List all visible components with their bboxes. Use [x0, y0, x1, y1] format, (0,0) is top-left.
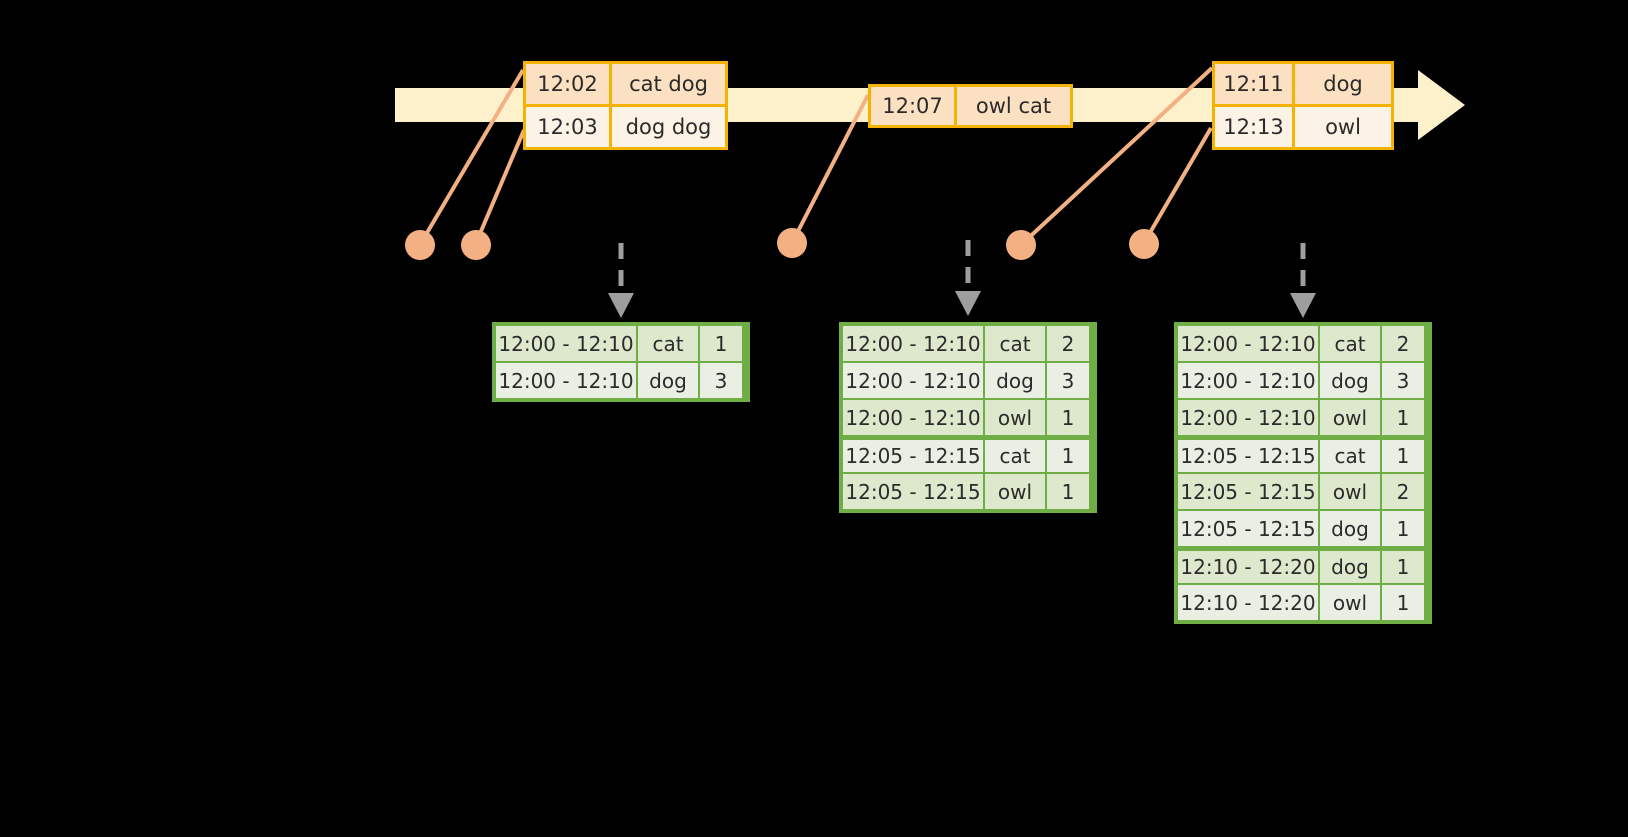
cell-key: owl — [1320, 400, 1380, 435]
cell-count: 3 — [1382, 363, 1424, 398]
cell-count: 1 — [1047, 474, 1089, 509]
event-payload: owl — [1295, 107, 1391, 147]
cell-window: 12:00 - 12:10 — [496, 326, 636, 361]
event-time: 12:13 — [1215, 107, 1295, 147]
cell-key: dog — [638, 363, 698, 398]
cell-count: 1 — [1047, 440, 1089, 472]
event-row: 12:02 cat dog — [526, 64, 725, 104]
cell-window: 12:00 - 12:10 — [843, 326, 983, 361]
cell-count: 2 — [1382, 326, 1424, 361]
cell-key: cat — [1320, 326, 1380, 361]
cell-count: 1 — [1382, 585, 1424, 620]
cell-window: 12:05 - 12:15 — [1178, 511, 1318, 546]
event-time: 12:03 — [526, 107, 612, 147]
event-row: 12:03 dog dog — [526, 104, 725, 147]
event-row: 12:11 dog — [1215, 64, 1391, 104]
event-payload: dog — [1295, 64, 1391, 104]
event-payload: cat dog — [612, 64, 725, 104]
cell-key: dog — [1320, 511, 1380, 546]
event-box-2[interactable]: 12:07 owl cat — [868, 84, 1073, 128]
emit-arrow-2 — [955, 240, 981, 316]
cell-key: dog — [1320, 551, 1380, 583]
cell-key: cat — [985, 440, 1045, 472]
marker-dot-1 — [405, 230, 435, 260]
cell-key: dog — [985, 363, 1045, 398]
cell-window: 12:00 - 12:10 — [496, 363, 636, 398]
emit-arrow-1 — [608, 243, 634, 318]
event-time: 12:07 — [871, 87, 957, 125]
connector-line-1 — [419, 68, 525, 245]
event-time: 12:11 — [1215, 64, 1295, 104]
cell-key: cat — [985, 326, 1045, 361]
event-row: 12:07 owl cat — [871, 87, 1070, 125]
connector-line-2 — [474, 129, 526, 244]
cell-key: owl — [985, 400, 1045, 435]
cell-window: 12:00 - 12:10 — [1178, 326, 1318, 361]
cell-window: 12:10 - 12:20 — [1178, 551, 1318, 583]
cell-window: 12:00 - 12:10 — [843, 400, 983, 435]
cell-key: cat — [638, 326, 698, 361]
connector-line-3 — [791, 94, 870, 242]
cell-key: cat — [1320, 440, 1380, 472]
cell-window: 12:00 - 12:10 — [1178, 400, 1318, 435]
marker-dot-3 — [777, 228, 807, 258]
cell-count: 2 — [1047, 326, 1089, 361]
cell-window: 12:05 - 12:15 — [843, 474, 983, 509]
event-box-3[interactable]: 12:11 dog 12:13 owl — [1212, 61, 1394, 150]
marker-dot-4 — [1006, 230, 1036, 260]
event-time: 12:02 — [526, 64, 612, 104]
cell-count: 1 — [1047, 400, 1089, 435]
connector-line-5 — [1142, 126, 1213, 245]
marker-dot-5 — [1129, 229, 1159, 259]
cell-key: owl — [1320, 474, 1380, 509]
event-row: 12:13 owl — [1215, 104, 1391, 147]
cell-count: 1 — [1382, 400, 1424, 435]
cell-key: dog — [1320, 363, 1380, 398]
cell-count: 1 — [1382, 440, 1424, 472]
emit-arrow-3 — [1290, 243, 1316, 318]
cell-count: 1 — [700, 326, 742, 361]
cell-window: 12:05 - 12:15 — [1178, 474, 1318, 509]
cell-count: 3 — [700, 363, 742, 398]
cell-window: 12:00 - 12:10 — [1178, 363, 1318, 398]
cell-count: 1 — [1382, 551, 1424, 583]
cell-window: 12:10 - 12:20 — [1178, 585, 1318, 620]
cell-window: 12:05 - 12:15 — [843, 440, 983, 472]
event-box-1[interactable]: 12:02 cat dog 12:03 dog dog — [523, 61, 728, 150]
cell-key: owl — [985, 474, 1045, 509]
marker-dot-2 — [461, 230, 491, 260]
event-payload: dog dog — [612, 107, 725, 147]
cell-count: 3 — [1047, 363, 1089, 398]
event-payload: owl cat — [957, 87, 1070, 125]
cell-count: 1 — [1382, 511, 1424, 546]
cell-key: owl — [1320, 585, 1380, 620]
cell-window: 12:05 - 12:15 — [1178, 440, 1318, 472]
cell-window: 12:00 - 12:10 — [843, 363, 983, 398]
cell-count: 2 — [1382, 474, 1424, 509]
